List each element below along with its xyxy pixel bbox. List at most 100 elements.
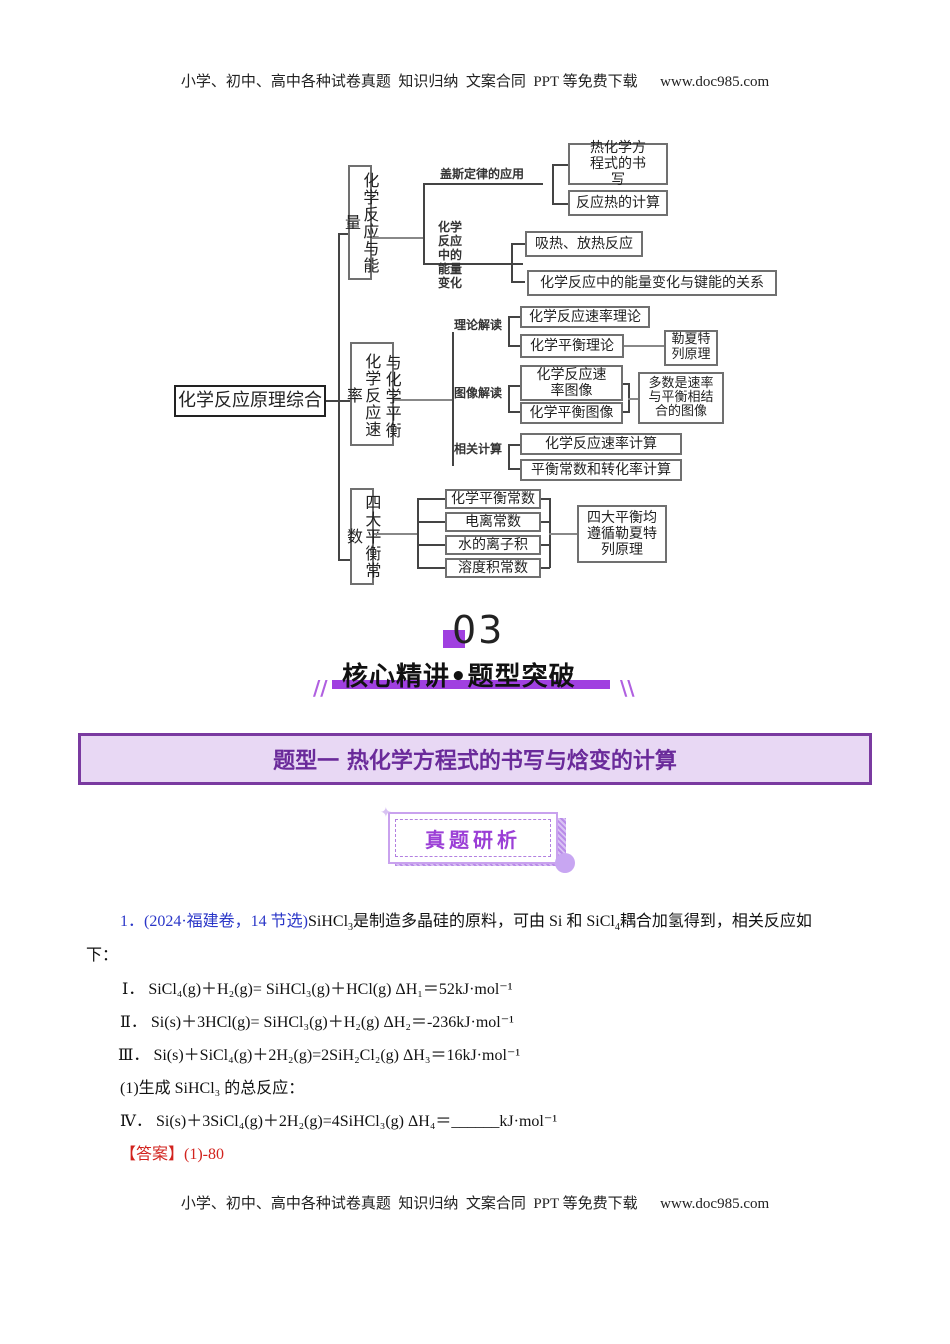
connector bbox=[552, 203, 568, 205]
header-text: 小学、初中、高中各种试卷真题 知识归纳 文案合同 PPT 等免费下载 bbox=[180, 74, 638, 90]
connector bbox=[452, 332, 454, 466]
connector bbox=[417, 498, 447, 500]
branch-rate-equilibrium: 化学反应速率 与化学平衡 bbox=[344, 342, 402, 446]
item-equilibrium-theory: 化学平衡理论 bbox=[520, 334, 624, 358]
equation: Si(s)＋3SiCl₄(g)＋2H₂(g)=4SiHCl₃(g) bbox=[156, 1113, 404, 1130]
connector bbox=[541, 521, 550, 523]
connector bbox=[511, 243, 525, 245]
connector bbox=[508, 444, 522, 446]
connector bbox=[338, 400, 350, 402]
decor-slash-left: // bbox=[313, 676, 328, 700]
header-url: www.doc985.com bbox=[660, 74, 770, 90]
question-intro-c: 耦合加氢得到，相关反应如 bbox=[619, 913, 812, 930]
note-le-chatelier: 勒夏特列原理 bbox=[664, 330, 718, 366]
type-heading-bar: 题型一 热化学方程式的书写与焓变的计算 bbox=[78, 733, 872, 785]
reaction-1: Ⅰ． SiCl₄(g)＋H₂(g)= SiHCl₃(g)＋HCl(g) ΔH₁＝… bbox=[122, 975, 513, 999]
label-hess-law: 盖斯定律的应用 bbox=[440, 167, 525, 181]
reaction-2: Ⅱ． Si(s)＋3HCl(g)= SiHCl₃(g)＋H₂(g) ΔH₂＝-2… bbox=[120, 1008, 514, 1032]
answer-label: 【答案】 bbox=[120, 1146, 185, 1163]
item-equilibrium-constant: 化学平衡常数 bbox=[445, 489, 541, 509]
label-energy-change: 化学反应中的能量变化 bbox=[438, 220, 463, 290]
item-thermo-equation: 热化学方程式的书写 bbox=[568, 140, 668, 188]
planet-icon bbox=[555, 853, 575, 873]
decor-slash-right: \\ bbox=[620, 676, 635, 700]
connector bbox=[372, 237, 424, 239]
label-graph: 图像解读 bbox=[454, 386, 503, 400]
decor-underline bbox=[332, 680, 610, 689]
page-footer: 小学、初中、高中各种试卷真题 知识归纳 文案合同 PPT 等免费下载 www.d… bbox=[0, 1192, 950, 1213]
connector bbox=[624, 345, 666, 347]
connector bbox=[508, 385, 510, 413]
connector bbox=[628, 398, 640, 400]
roman-numeral: Ⅰ． bbox=[122, 981, 145, 998]
connector bbox=[541, 544, 550, 546]
connector bbox=[511, 243, 513, 283]
branch-energy: 化学反应与能量 bbox=[342, 165, 379, 280]
enthalpy: ΔH₃＝16kJ·mol⁻¹ bbox=[403, 1047, 521, 1064]
note-combined-graph: 多数是速率与平衡相结合的图像 bbox=[638, 372, 724, 424]
section-title: 核心精讲•题型突破 bbox=[342, 662, 576, 692]
connector bbox=[508, 316, 510, 346]
answer: 【答案】(1)-80 bbox=[120, 1140, 224, 1164]
item-rate-calc: 化学反应速率计算 bbox=[520, 433, 682, 455]
reaction-4: Ⅳ． Si(s)＋3SiCl₄(g)＋2H₂(g)=4SiHCl₃(g) ΔH₄… bbox=[120, 1107, 557, 1131]
connector bbox=[623, 383, 629, 385]
equation: Si(s)＋3HCl(g)= SiHCl₃(g)＋H₂(g) bbox=[150, 1014, 380, 1031]
item-rate-theory: 化学反应速率理论 bbox=[520, 306, 650, 328]
connector bbox=[511, 281, 525, 283]
item-ionization-constant: 电离常数 bbox=[445, 512, 541, 532]
connector bbox=[541, 498, 550, 500]
connector bbox=[508, 468, 522, 470]
tag-label: 真题研析 bbox=[425, 827, 521, 852]
connector bbox=[623, 411, 629, 413]
connector bbox=[374, 533, 418, 535]
connector bbox=[423, 183, 425, 265]
roman-numeral: Ⅳ． bbox=[120, 1113, 152, 1130]
connector bbox=[417, 521, 447, 523]
tag-real-exam: 真题研析 bbox=[388, 812, 558, 864]
footer-text: 小学、初中、高中各种试卷真题 知识归纳 文案合同 PPT 等免费下载 bbox=[180, 1196, 638, 1212]
sub: 4 bbox=[614, 922, 620, 934]
item-equilibrium-graph: 化学平衡图像 bbox=[520, 402, 623, 424]
footer-url: www.doc985.com bbox=[660, 1196, 770, 1212]
tag-dashed-border bbox=[395, 819, 551, 857]
item-reaction-heat-calc: 反应热的计算 bbox=[568, 190, 668, 216]
sparkle-icon: ✦ bbox=[380, 806, 392, 821]
equation: SiCl₄(g)＋H₂(g)= SiHCl₃(g)＋HCl(g) bbox=[148, 981, 392, 998]
decor-square bbox=[443, 630, 465, 648]
note-le-chatelier-all: 四大平衡均遵循勒夏特列原理 bbox=[577, 505, 667, 563]
roman-numeral: Ⅲ． bbox=[118, 1047, 150, 1064]
reaction-3: Ⅲ． Si(s)＋SiCl₄(g)＋2H₂(g)=2SiH₂Cl₂(g) ΔH₃… bbox=[118, 1041, 520, 1065]
item-rate-graph: 化学反应速率图像 bbox=[520, 365, 623, 401]
item-solubility-product: 溶度积常数 bbox=[445, 558, 541, 578]
connector bbox=[508, 444, 510, 470]
branch-rate-col2: 与化学平衡 bbox=[382, 354, 402, 439]
connector bbox=[508, 345, 522, 347]
item-bond-energy: 化学反应中的能量变化与键能的关系 bbox=[527, 270, 777, 296]
branch-four-constants: 四大平衡常数 bbox=[344, 488, 381, 585]
connector bbox=[552, 164, 554, 204]
question-intro: 1．(2024·福建卷，14 节选)SiHCl3是制造多晶硅的原料，可由 Si … bbox=[120, 907, 812, 934]
sub-question-1: (1)生成 SiHCl₃ 的总反应： bbox=[120, 1080, 305, 1097]
enthalpy: ΔH₁＝52kJ·mol⁻¹ bbox=[395, 981, 513, 998]
connector bbox=[549, 533, 579, 535]
connector bbox=[423, 183, 543, 185]
connector bbox=[508, 385, 522, 387]
question-intro-wrap: 下： bbox=[86, 947, 119, 964]
page-header: 小学、初中、高中各种试卷真题 知识归纳 文案合同 PPT 等免费下载 www.d… bbox=[0, 70, 950, 91]
connector bbox=[417, 544, 447, 546]
section-number: 03 bbox=[452, 608, 505, 652]
connector bbox=[326, 400, 340, 402]
connector bbox=[552, 164, 568, 166]
branch-rate-col1: 化学反应速率 bbox=[343, 352, 382, 438]
roman-numeral: Ⅱ． bbox=[120, 1014, 147, 1031]
enthalpy: ΔH₂＝-236kJ·mol⁻¹ bbox=[383, 1014, 514, 1031]
connector bbox=[541, 567, 550, 569]
type-heading: 题型一 热化学方程式的书写与焓变的计算 bbox=[273, 749, 677, 774]
label-calc: 相关计算 bbox=[454, 442, 503, 456]
connector bbox=[338, 233, 340, 561]
question-number: 1． bbox=[120, 913, 145, 930]
connector bbox=[338, 233, 350, 235]
connector bbox=[338, 559, 350, 561]
decor-hatch bbox=[558, 818, 566, 862]
